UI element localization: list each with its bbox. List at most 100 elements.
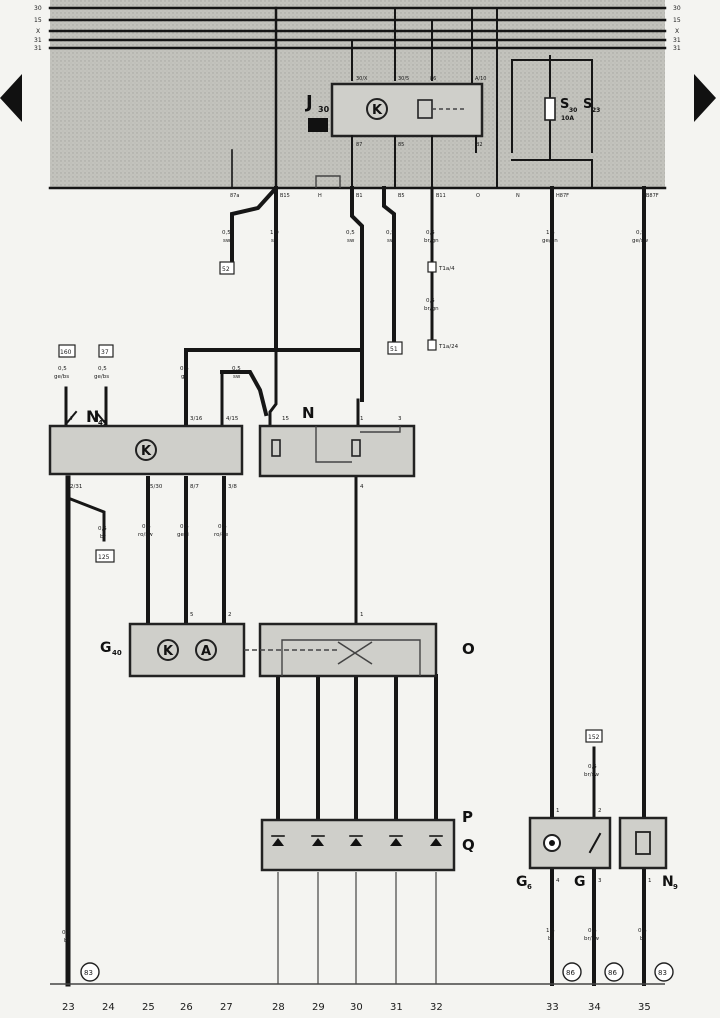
wire-color: br <box>548 936 554 942</box>
label-g6-sub: 6 <box>527 883 532 891</box>
terminal-label: N <box>516 193 520 199</box>
bus-label: 31 <box>673 37 681 44</box>
wire-color: br/sw <box>584 772 599 778</box>
diode <box>389 835 403 846</box>
wire-color: ge/bs <box>94 374 109 380</box>
sender-g6-g: G 6 G <box>516 816 612 891</box>
ref-label: 37 <box>101 349 109 356</box>
ref-label: 52 <box>222 266 230 273</box>
diode <box>271 835 285 846</box>
pin-label: 30/X <box>356 76 368 82</box>
label-g40: G <box>100 640 112 656</box>
label-n9: N <box>662 874 674 890</box>
prev-page-arrow[interactable] <box>0 74 22 122</box>
wire-color: ro/sw <box>138 532 153 538</box>
terminal-label: B15 <box>280 193 290 199</box>
wire-color: sw <box>347 238 355 244</box>
wire-color: ge/bs <box>54 374 69 380</box>
pin-label: 3 <box>398 416 402 422</box>
label-s30-sub: 30 <box>569 107 577 114</box>
label-s23: S <box>583 97 592 112</box>
coord-number: 35 <box>638 1002 651 1013</box>
wire-size: 1,5 <box>546 230 555 236</box>
wire-size: 0,5 <box>58 366 67 372</box>
diode-bank-pq: P Q <box>260 808 475 872</box>
pin-label: 5/30 <box>150 484 163 490</box>
bus-label: 31 <box>34 45 42 52</box>
wire-color: sw <box>271 238 279 244</box>
label-g6: G <box>516 874 528 890</box>
label-j: J <box>304 92 313 113</box>
pin-label: 4 <box>556 878 560 884</box>
gauge-g40: K A G 40 <box>100 622 246 678</box>
coord-number: 24 <box>102 1002 115 1013</box>
bus-label: 30 <box>673 5 681 12</box>
wire-color: sw <box>387 238 395 244</box>
ref-label: 86 <box>608 969 617 977</box>
coord-number: 32 <box>430 1002 443 1013</box>
wire-color: sw <box>223 238 231 244</box>
coord-number: 34 <box>588 1002 601 1013</box>
bus-labels-right: 30 15 X 31 31 <box>673 5 681 52</box>
wire-size: 0,5 <box>180 524 189 530</box>
wire-size: 0,5 <box>232 366 241 372</box>
ref-label: 125 <box>98 554 110 561</box>
relay-pin-labels: 30/X 30/5 86 A/10 87 85 B2 <box>356 76 486 148</box>
plug-label: T1a/4 <box>438 266 455 272</box>
wire-size: 0,5 <box>180 366 189 372</box>
reference-boxes: 52 51 160 37 125 152 <box>58 261 603 743</box>
label-g40-sub: 40 <box>112 649 122 657</box>
pin-label: 15 <box>282 416 289 422</box>
coord-number: 23 <box>62 1002 75 1013</box>
panel-terminals: 87a B15 H B1 B5 B11 O N H87F B87F <box>230 193 659 199</box>
bus-label: 31 <box>34 37 42 44</box>
ref-label: 83 <box>84 969 93 977</box>
plug-markers: T1a/4 T1a/24 <box>427 261 459 351</box>
bus-labels-left: 30 15 X 31 31 <box>34 5 42 52</box>
wire-size: 0,5 <box>222 230 231 236</box>
wire-size: 0,5 <box>346 230 355 236</box>
label-n: N <box>302 404 315 422</box>
label-g: G <box>574 874 586 890</box>
pin-label: 1 <box>360 612 364 618</box>
pin-label: 3/16 <box>190 416 203 422</box>
component-n9: N 9 <box>618 816 678 891</box>
wire-size: 1,5 <box>546 928 555 934</box>
next-page-arrow[interactable] <box>694 74 716 122</box>
bus-label: 15 <box>673 17 681 24</box>
coord-number: 27 <box>220 1002 233 1013</box>
terminal-label: H <box>318 193 322 199</box>
label-p: P <box>462 808 473 826</box>
wire-size: 0,5 <box>426 230 435 236</box>
wire-size: 0,5 <box>588 928 597 934</box>
wire-color: gn <box>181 374 188 380</box>
pin-label: 87 <box>356 142 362 148</box>
wire-color: ro/ge <box>214 532 229 538</box>
terminal-label: O <box>476 193 480 199</box>
pin-label: 86 <box>430 76 436 82</box>
diode <box>349 835 363 846</box>
diode <box>429 835 443 846</box>
label-s30: S <box>560 97 569 112</box>
pin-label: 5 <box>190 612 194 618</box>
bus-taps <box>274 6 498 190</box>
n41-k-symbol: K <box>141 444 152 459</box>
label-n41-sub: 41 <box>98 419 108 427</box>
terminal-label: B87F <box>646 193 659 199</box>
coord-number: 28 <box>272 1002 285 1013</box>
pin-label: 30/5 <box>398 76 409 82</box>
wire-color: br/sw <box>584 936 599 942</box>
g40-a-symbol: A <box>201 644 211 659</box>
wire-color: br <box>640 936 646 942</box>
wire-size: 1,0 <box>270 230 279 236</box>
label-o: O <box>462 640 475 658</box>
plug-label: T1a/24 <box>438 344 459 350</box>
terminal-label: H87F <box>556 193 569 199</box>
bus-label: X <box>36 28 40 35</box>
module-n41: K N 41 <box>48 407 244 476</box>
coord-number: 30 <box>350 1002 363 1013</box>
wire-color: ge/li <box>177 532 189 538</box>
coord-number: 26 <box>180 1002 193 1013</box>
coord-number: 25 <box>142 1002 155 1013</box>
label-n9-sub: 9 <box>673 883 678 891</box>
